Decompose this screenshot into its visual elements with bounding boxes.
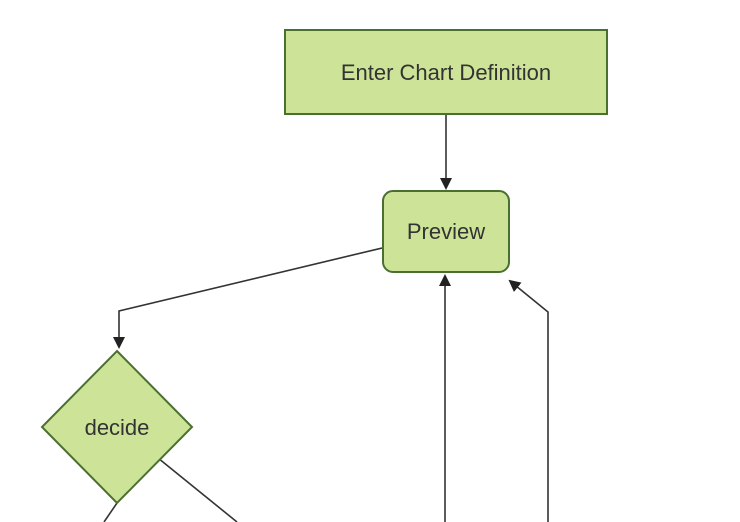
edge-preview-to-decide (113, 247, 383, 349)
preview-label: Preview (407, 219, 485, 244)
edge-offscreen-right-to-preview (508, 279, 549, 522)
node-decide: decide (40, 349, 194, 505)
enter-chart-definition-label: Enter Chart Definition (341, 60, 551, 85)
node-enter-chart-definition: Enter Chart Definition (284, 29, 608, 115)
node-preview: Preview (382, 190, 510, 273)
preview-shape (382, 190, 510, 273)
edge-decide-to-offscreen-left (103, 502, 118, 522)
decide-label: decide (85, 415, 150, 440)
enter-chart-definition-shape (284, 29, 608, 115)
edge-decide-to-offscreen-right (157, 457, 238, 522)
decide-shape (40, 349, 194, 505)
